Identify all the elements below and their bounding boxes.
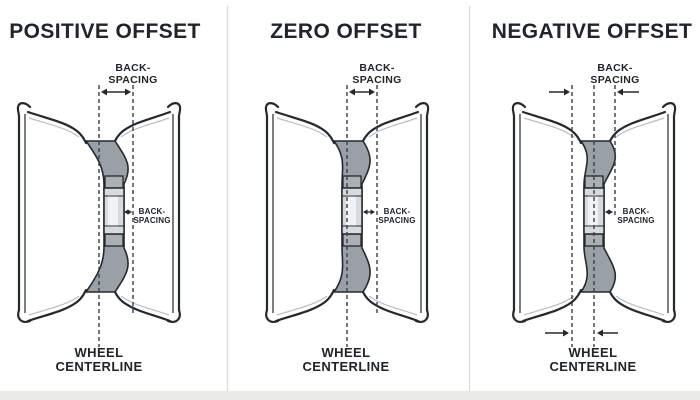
backspacing-label: BACK- bbox=[359, 62, 395, 74]
wheel-centerline-label: CENTERLINE bbox=[549, 359, 636, 374]
panel-title: NEGATIVE OFFSET bbox=[492, 20, 692, 43]
panel-title: POSITIVE OFFSET bbox=[9, 20, 201, 43]
measurement-overlay bbox=[346, 85, 378, 347]
measurement-overlay bbox=[98, 85, 134, 347]
wheel-cross-section bbox=[16, 102, 182, 323]
hub-backspacing-label: BACK- bbox=[623, 207, 650, 216]
backspacing-label: SPACING bbox=[352, 74, 401, 86]
footer-band bbox=[0, 391, 700, 400]
wheel-centerline-label: WHEEL bbox=[75, 345, 124, 360]
backspacing-label: BACK- bbox=[115, 62, 151, 74]
hub-backspacing-label: BACK- bbox=[139, 207, 166, 216]
wheel-centerline-label: WHEEL bbox=[322, 345, 371, 360]
wheel-centerline-label: WHEEL bbox=[569, 345, 618, 360]
hub-backspacing-label: BACK- bbox=[384, 207, 411, 216]
wheel-cross-section bbox=[511, 102, 677, 323]
panel-negative-offset: NEGATIVE OFFSET BACK- SPACING BACK- SPAC… bbox=[492, 20, 692, 374]
panel-positive-offset: POSITIVE OFFSET BACK- SPACING BACK- SPAC… bbox=[9, 20, 201, 374]
hub-backspacing-label: SPACING bbox=[617, 216, 654, 225]
hub-backspacing-label: SPACING bbox=[133, 216, 170, 225]
backspacing-label: SPACING bbox=[590, 74, 639, 86]
backspacing-label: SPACING bbox=[108, 74, 157, 86]
measurement-overlay bbox=[545, 85, 639, 347]
wheel-centerline-label: CENTERLINE bbox=[302, 359, 389, 374]
panel-zero-offset: ZERO OFFSET BACK- SPACING BACK- SPACING … bbox=[264, 20, 430, 374]
wheel-centerline-label: CENTERLINE bbox=[55, 359, 142, 374]
panel-title: ZERO OFFSET bbox=[270, 20, 421, 43]
hub-backspacing-label: SPACING bbox=[378, 216, 415, 225]
backspacing-label: BACK- bbox=[597, 62, 633, 74]
